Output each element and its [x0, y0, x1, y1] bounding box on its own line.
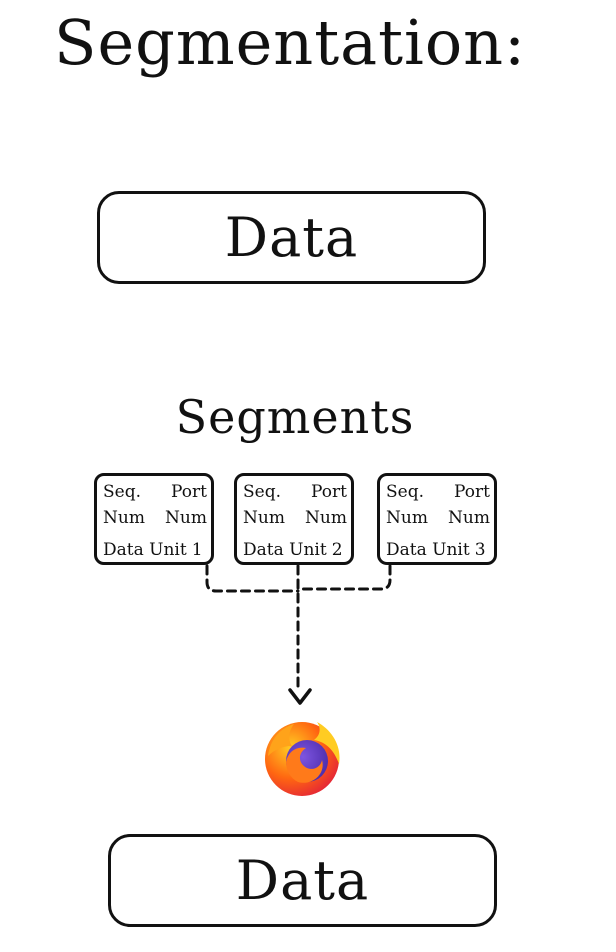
segment-2-seq-num-label: Num — [243, 508, 285, 528]
segment-2-unit-label: Data Unit — [243, 540, 327, 560]
segment-3-port-num-label: Num — [448, 508, 490, 528]
segment-1-port-num-label: Num — [165, 508, 207, 528]
segment-2-port-num-label: Num — [305, 508, 347, 528]
segment-1-seq-label: Seq. — [103, 482, 141, 502]
connector-branch-1 — [205, 564, 300, 593]
connector-branch-3 — [296, 564, 392, 591]
firefox-icon — [265, 722, 340, 796]
segment-3: Seq. Port Num Num Data Unit 3 — [377, 473, 497, 565]
data-box-bottom: Data — [108, 834, 497, 927]
data-box-top: Data — [97, 191, 486, 284]
segment-3-seq-label: Seq. — [386, 482, 424, 502]
segment-1-seq-num-label: Num — [103, 508, 145, 528]
segment-1-unit-number: 1 — [191, 540, 203, 560]
segment-3-seq-num-label: Num — [386, 508, 428, 528]
segments-heading: Segments — [175, 390, 415, 444]
segment-2: Seq. Port Num Num Data Unit 2 — [234, 473, 354, 565]
segment-1-unit-label: Data Unit — [103, 540, 187, 560]
data-box-top-label: Data — [224, 206, 359, 269]
segment-2-seq-label: Seq. — [243, 482, 281, 502]
segment-1-port-label: Port — [171, 482, 207, 502]
segment-2-unit-number: 2 — [331, 540, 343, 560]
segment-1: Seq. Port Num Num Data Unit 1 — [94, 473, 214, 565]
segment-3-port-label: Port — [454, 482, 490, 502]
segment-2-port-label: Port — [311, 482, 347, 502]
segment-3-unit-label: Data Unit — [386, 540, 470, 560]
data-box-bottom-label: Data — [235, 849, 370, 912]
arrow-down-icon — [288, 688, 312, 705]
diagram-title: Segmentation: — [53, 6, 527, 79]
segment-3-unit-number: 3 — [474, 540, 486, 560]
